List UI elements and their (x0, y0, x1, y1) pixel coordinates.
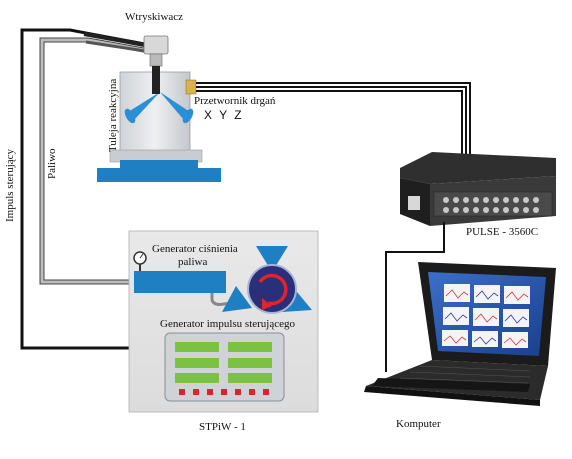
transducer-cables (185, 79, 471, 160)
display-5 (175, 373, 219, 383)
pulse-analyzer (400, 152, 556, 226)
analyzer-connectors (443, 197, 539, 213)
control-pulse-label: Impuls sterujący (4, 148, 16, 222)
control-pulse-generator (164, 332, 285, 402)
reaction-sleeve-label: Tuleja reakcyjna (107, 78, 119, 152)
pulse-generator-label: Generator impulsu sterującego (160, 318, 296, 330)
fuel-label: Paliwo (46, 148, 58, 179)
indicator-leds (179, 389, 269, 395)
pump (222, 246, 312, 314)
injector (83, 32, 169, 94)
pressure-generator-label-line2: paliwa (178, 256, 208, 268)
analyzer-label: PULSE - 3560C (466, 226, 539, 238)
axes-label: X Y Z (204, 108, 244, 122)
laptop (364, 262, 556, 406)
laptop-screen-plots (442, 284, 530, 348)
display-6 (228, 373, 272, 383)
display-3 (175, 358, 219, 368)
stpiw-bench (128, 230, 319, 413)
injector-label: Wtryskiwacz (125, 11, 184, 23)
network-cable (385, 222, 445, 372)
reaction-sleeve (97, 71, 221, 182)
vibration-transducer-label: Przetwornik drgań (194, 95, 276, 107)
computer-label: Komputer (396, 418, 441, 430)
display-2 (228, 342, 272, 352)
bench-label: STPiW - 1 (199, 421, 246, 433)
pressure-generator-label-line1: Generator ciśnienia (152, 243, 238, 255)
fuel-pressure-generator (133, 251, 241, 306)
display-1 (175, 342, 219, 352)
display-4 (228, 358, 272, 368)
laptop-keyboard (399, 365, 531, 384)
fuel-line (39, 37, 156, 285)
